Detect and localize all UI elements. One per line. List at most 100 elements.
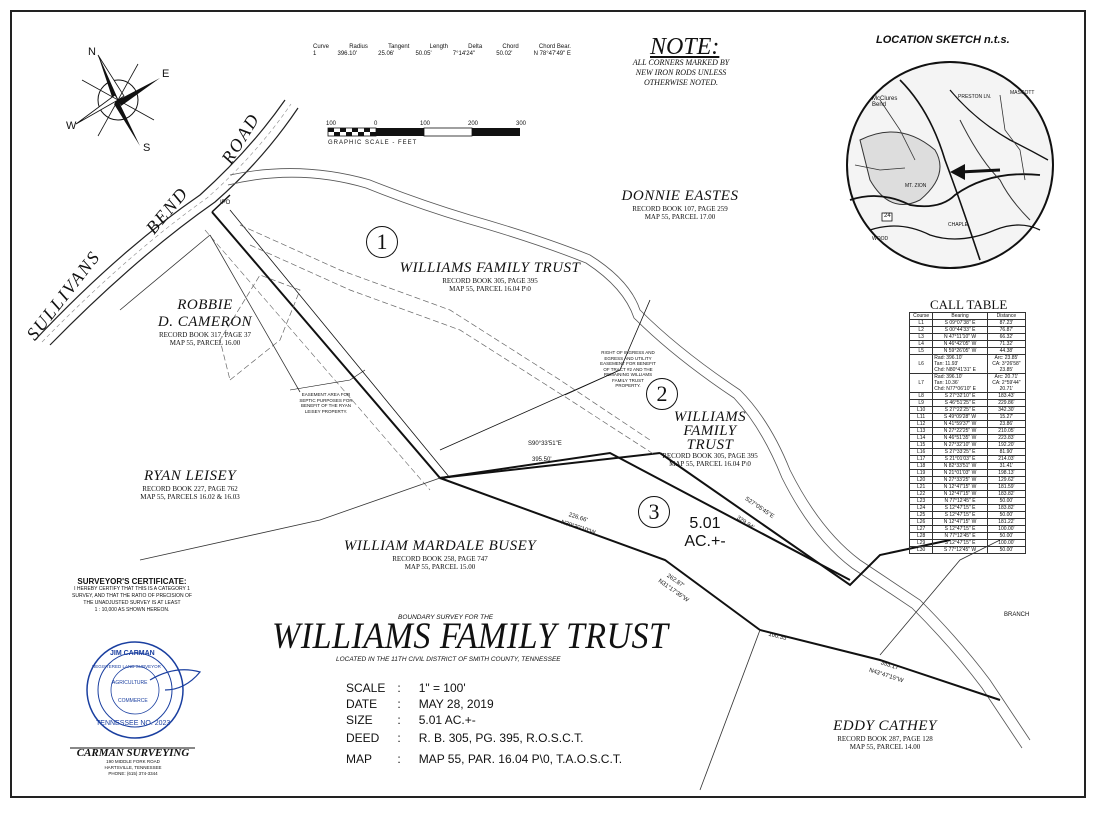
branch-label: BRANCH [1004, 612, 1030, 618]
owner-name: FAMILY [683, 423, 737, 439]
tract-number-2: 2 [646, 378, 678, 410]
table-cell: 44.38' [986, 347, 1027, 355]
sketch-label: PRESTON LN. [958, 94, 992, 100]
tract3-area-value: 5.01 [689, 515, 721, 532]
table-cell: L23 [908, 497, 934, 505]
table-cell: 23.86' [986, 420, 1027, 428]
sketch-label: MASCOTT [1010, 90, 1035, 96]
company-block: CARMAN SURVEYING 190 MIDDLE FORK ROAD HA… [68, 747, 198, 777]
compass-s: S [143, 142, 151, 154]
sketch-label: CHAPLE [948, 222, 969, 228]
table-cell: L20 [908, 476, 934, 484]
call-table-title: CALL TABLE [930, 297, 1008, 312]
sketch-label: MT. ZION [905, 183, 927, 189]
note-line: SEPTIC PURPOSES FOR [299, 397, 353, 403]
curve-cell: 50.02' [496, 51, 513, 57]
info-map: MAP : MAP 55, PAR. 16.04 P\0, T.A.O.S.C.… [346, 752, 623, 766]
info-label: DEED [346, 731, 380, 745]
owner-wft-tract2: WILLIAMS FAMILY TRUST RECORD BOOK 305, P… [650, 410, 770, 469]
table-cell: 50.00' [986, 532, 1027, 540]
info-date: DATE : MAY 28, 2019 [346, 697, 494, 711]
table-cell: N 41°59'37" W [932, 420, 988, 428]
table-cell: N 77°12'45" E [932, 497, 988, 505]
owner-name: TRUST [686, 437, 734, 453]
table-cell: 181.59' [986, 483, 1027, 491]
compass-w: W [66, 120, 77, 132]
owner-line: RECORD BOOK 227, PAGE 762 [142, 485, 238, 493]
table-cell: S 12°47'15" E [932, 504, 988, 512]
table-cell: 87.23' [986, 319, 1027, 327]
info-scale: SCALE : 1" = 100' [346, 681, 466, 695]
owner-line: RECORD BOOK 305, PAGE 395 [662, 452, 758, 460]
compass-e: E [162, 68, 170, 80]
note-line: REMAINING WILLIAMS [603, 372, 653, 377]
table-cell: 100.00' [986, 539, 1027, 547]
curve-cell: 396.10' [337, 51, 357, 57]
table-cell: L12 [908, 420, 934, 428]
table-cell: 100.00' [986, 525, 1027, 533]
info-value: 5.01 AC.+- [418, 713, 476, 727]
certificate-line: THE UNADJUSTED SURVEY IS AT LEAST [83, 600, 181, 606]
table-cell: S 00°44'33" E [932, 326, 988, 334]
owner-eddy-cathey: EDDY CATHEY RECORD BOOK 287, PAGE 128 MA… [815, 718, 955, 751]
table-cell: S 27°32'10" E [932, 392, 988, 400]
company-line: HARTSVILLE, TENNESSEE [104, 765, 162, 770]
curve-cell: 7°14'24" [452, 51, 476, 57]
tract-number-3: 3 [638, 496, 670, 528]
location-sketch-map [846, 61, 1054, 269]
table-cell: S 12°47'15" E [932, 525, 988, 533]
table-cell: L16 [908, 448, 934, 456]
owner-line: MAP 55, PARCEL 15.00 [404, 563, 476, 571]
curve-line: Tan: 10.36' [934, 380, 959, 386]
note-text: ALL CORNERS MARKED BY NEW IRON RODS UNLE… [622, 58, 740, 88]
info-value: R. B. 305, PG. 395, R.O.S.C.T. [418, 731, 584, 745]
info-label: MAP [346, 752, 373, 766]
note-line: ALL CORNERS MARKED BY [632, 58, 730, 67]
main-title: WILLIAMS FAMILY TRUST [272, 616, 669, 657]
call-table-header: Bearing [932, 312, 988, 320]
table-cell: 183.82' [986, 504, 1027, 512]
curve-line: Chd: N77°06'10" E [934, 386, 976, 392]
note-line: NEW IRON RODS UNLESS [635, 68, 727, 77]
call-table-header: Course [908, 312, 934, 320]
tract3-area-unit: AC.+- [684, 533, 726, 550]
table-cell: N 46°51'35" W [932, 434, 988, 442]
note-line: OTHERWISE NOTED. [643, 78, 719, 87]
table-cell: 192.20' [986, 441, 1027, 449]
table-cell: Arc: 23.85'CA: 3°26'58"23.85' [986, 354, 1027, 374]
table-cell: L29 [908, 539, 934, 547]
note-line: OF TRACT #2 AND THE [603, 366, 653, 372]
certificate-line: SURVEY, AND THAT THE RATIO OF PRECISION … [72, 593, 192, 599]
owner-line: MAP 55, PARCEL 16.04 P\0 [449, 285, 531, 293]
curve-line: Arc: 23.85' [994, 355, 1019, 361]
certificate-title: SURVEYOR'S CERTIFICATE: [77, 577, 187, 586]
scale-tick: 0 [374, 121, 378, 127]
distance-label: 395.50' [532, 457, 552, 463]
table-cell: 81.90' [986, 448, 1027, 456]
owner-line: RECORD BOOK 258, PAGE 747 [392, 555, 488, 563]
table-cell: N 46°42'05" W [932, 340, 988, 348]
compass-n: N [88, 46, 96, 58]
owner-name: ROBBIE [177, 297, 233, 313]
owner-line: MAP 55, PARCEL 16.04 P\0 [669, 460, 751, 468]
owner-wft-tract1: WILLIAMS FAMILY TRUST RECORD BOOK 305, P… [395, 260, 585, 293]
table-cell: L24 [908, 504, 934, 512]
table-cell: 181.22' [986, 518, 1027, 526]
table-cell: L14 [908, 434, 934, 442]
table-cell: 129.62' [986, 476, 1027, 484]
